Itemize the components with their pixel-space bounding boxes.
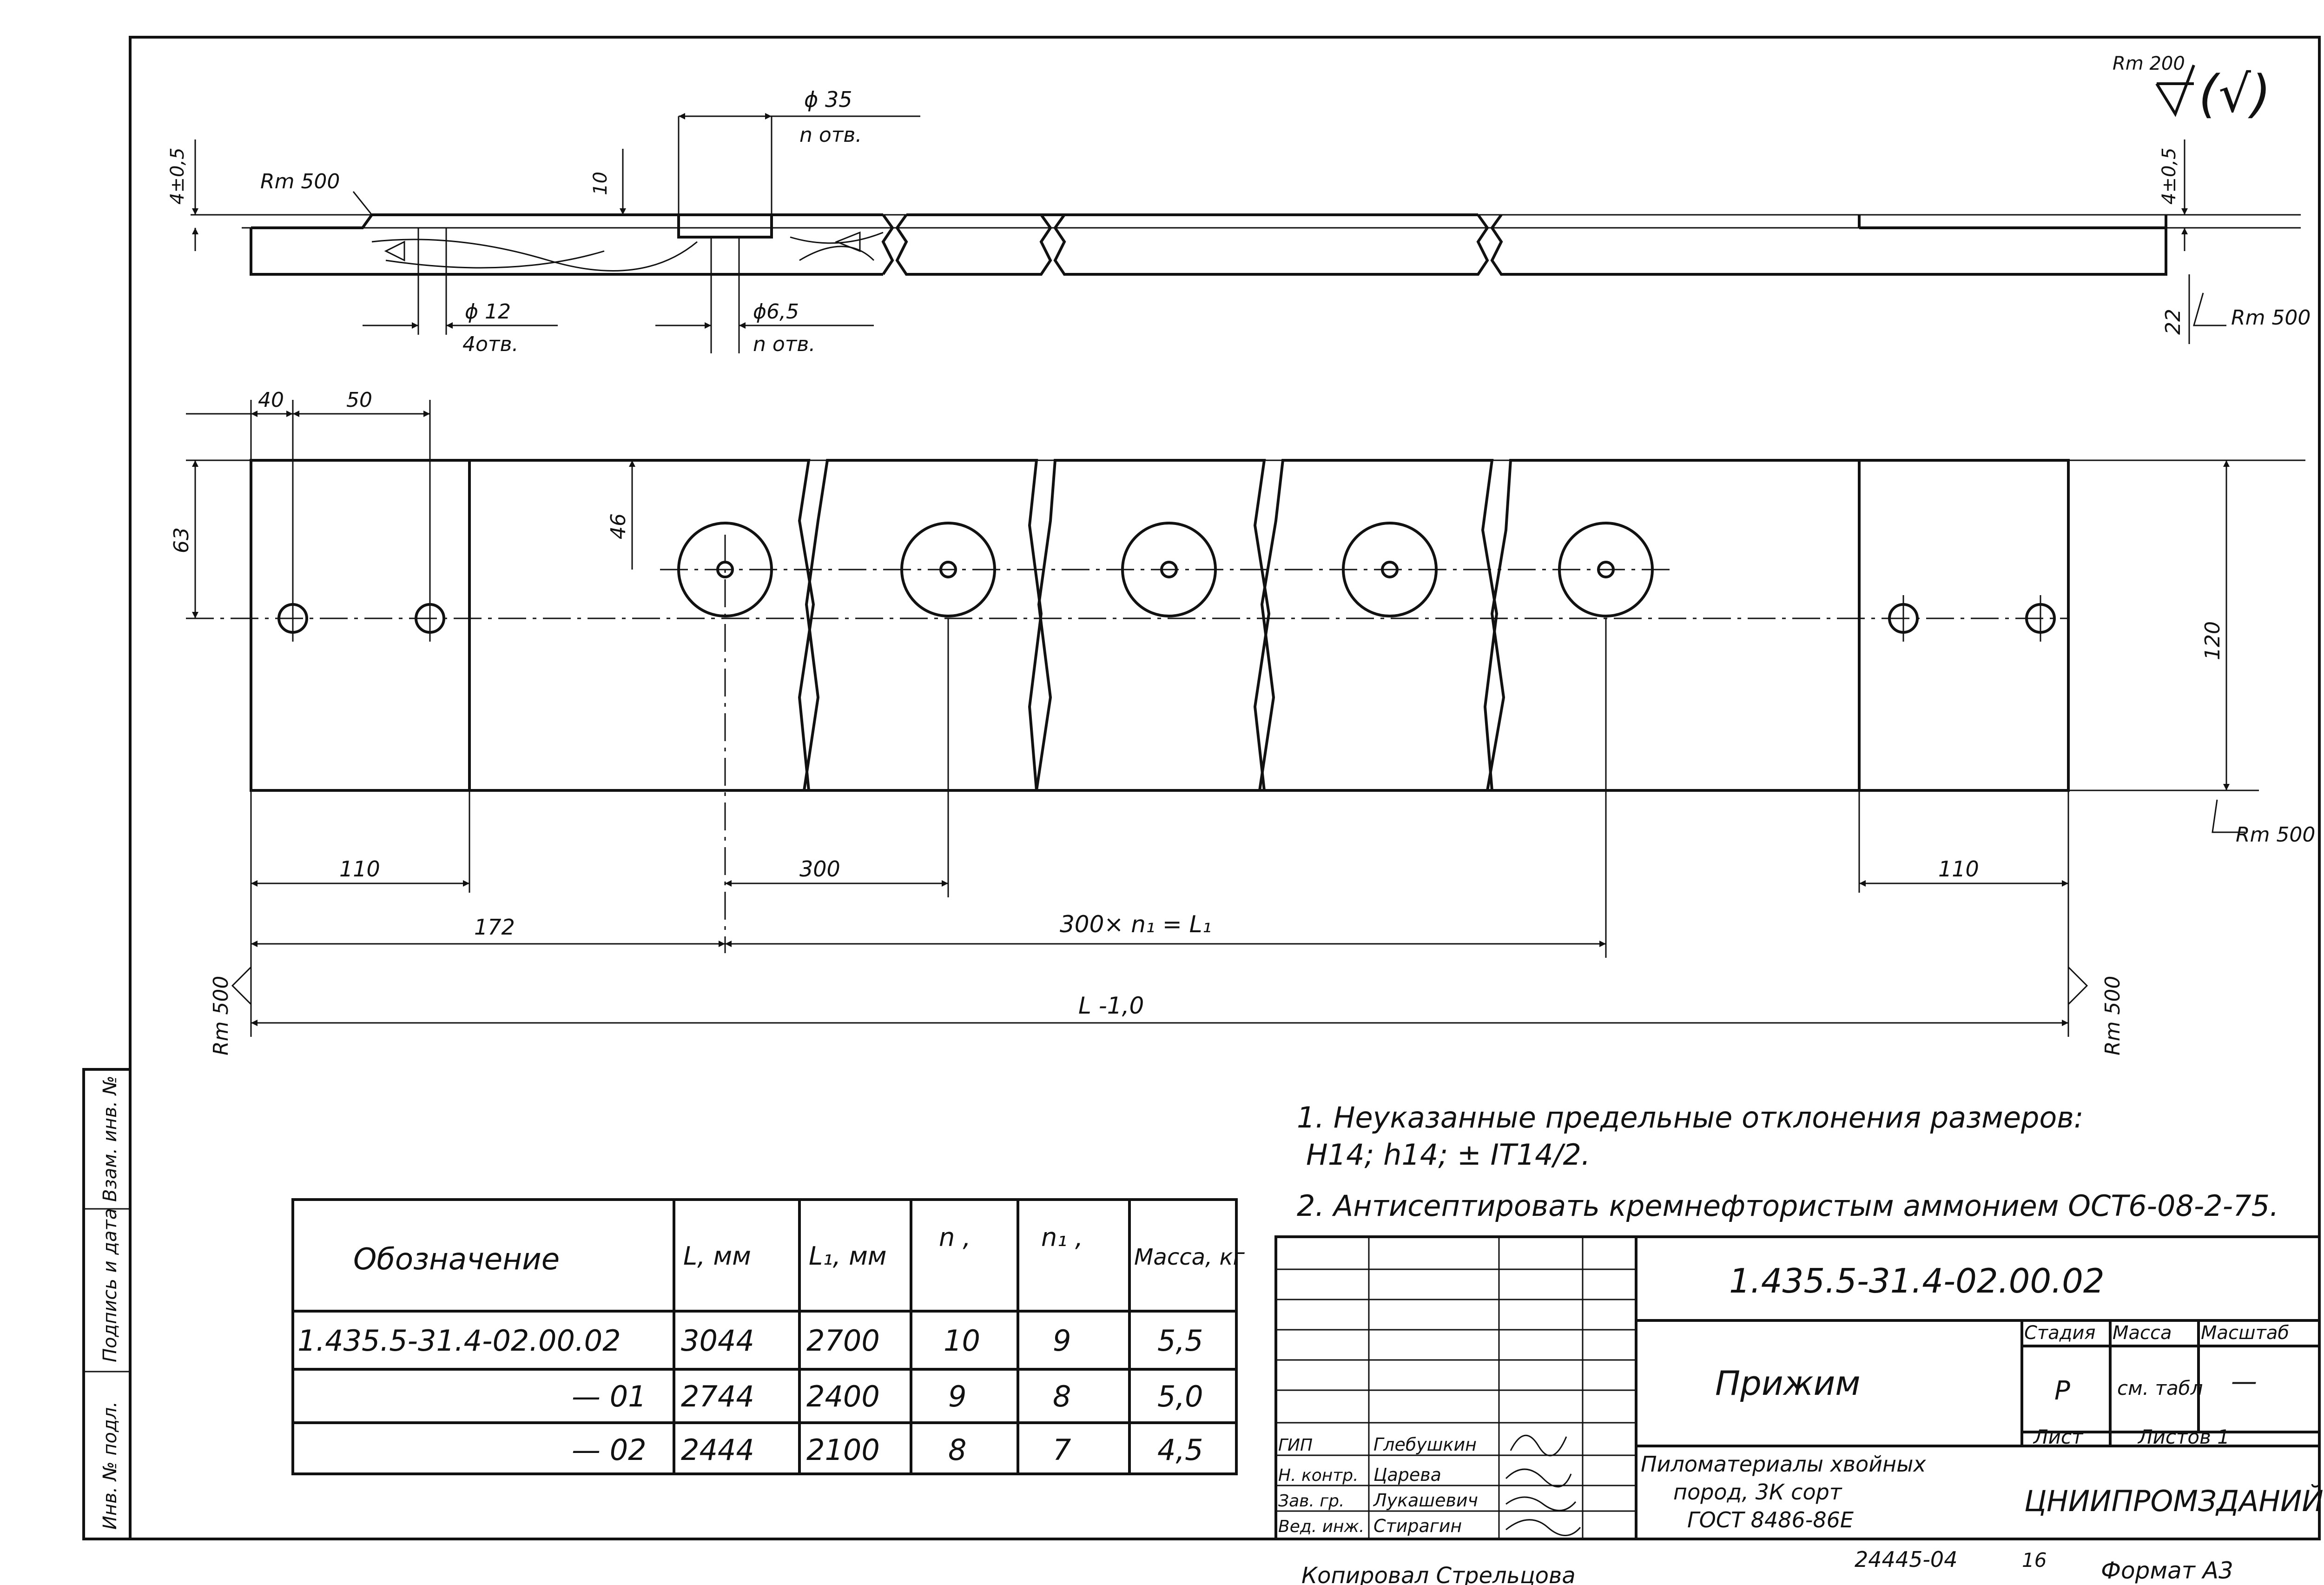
doc-number: 24445-04	[1855, 1547, 1957, 1572]
cell-r1-l: 3044	[681, 1324, 754, 1358]
format: Формат А3	[2101, 1557, 2233, 1584]
svg-text:Rm 200: Rm 200	[2113, 53, 2185, 74]
roughness-500-a: Rm 500	[260, 170, 340, 193]
organization: ЦНИИПРОМЗДАНИЙ	[2024, 1484, 2324, 1518]
part-name: Прижим	[1715, 1364, 1861, 1403]
dim-110-left: 110	[339, 856, 380, 882]
roughness-main: Rm 200 (√)	[2113, 53, 2271, 124]
dim-110-right: 110	[1938, 856, 1979, 882]
dim-300: 300	[799, 856, 840, 882]
cell-r2-l: 2744	[681, 1379, 754, 1413]
th-l1: L₁, мм	[809, 1241, 887, 1271]
left-strip: Инв. № подл. Подпись и дата Взам. инв. №	[82, 1068, 132, 1540]
material-3: ГОСТ 8486-86Е	[1687, 1507, 1854, 1532]
cell-r2-n1: 8	[1053, 1379, 1071, 1413]
dia-small-label: ϕ 12	[465, 300, 511, 324]
svg-text:(√): (√)	[2199, 64, 2271, 124]
strip-label-replace: Взам. инв. №	[99, 1075, 121, 1202]
th-l: L, мм	[683, 1241, 751, 1271]
footer: 24445-04 16 Копировал Стрельцова Формат …	[1301, 1547, 2233, 1585]
note-1: 1. Неуказанные предельные отклонения раз…	[1297, 1101, 2084, 1134]
chamfer-left-label: 4±0,5	[167, 147, 188, 205]
cell-r3-designation: — 02	[572, 1433, 647, 1467]
scale-header: Масштаб	[2201, 1322, 2289, 1344]
dim-46: 46	[607, 513, 630, 539]
role-nkontr: Н. контр.	[1278, 1466, 1359, 1485]
plan-view	[186, 459, 2305, 953]
holes-small-label: 4отв.	[462, 332, 518, 356]
holes-top-label: n отв.	[799, 123, 862, 147]
material-1: Пиломатериалы хвойных	[1641, 1452, 1926, 1477]
material-2: пород, 3К сорт	[1673, 1479, 1842, 1505]
title-block: ГИП Н. контр. Зав. гр. Вед. инж. Глебушк…	[1274, 1235, 2324, 1540]
depth-label: 10	[590, 172, 611, 195]
notes: 1. Неуказанные предельные отклонения раз…	[1297, 1101, 2279, 1223]
thickness-label: 22	[2161, 309, 2185, 335]
scale-value: —	[2231, 1366, 2257, 1397]
side-dimensions: 4±0,5 4±0,5 10 22 Rm 500 Rm 500 ϕ 35 n о…	[167, 87, 2311, 356]
cell-r3-l1: 2100	[806, 1433, 880, 1467]
cell-r1-mass: 5,5	[1157, 1324, 1203, 1358]
role-zavgr: Зав. гр.	[1278, 1492, 1344, 1511]
strip-label-inv: Инв. № подл.	[99, 1401, 121, 1530]
name-3: Лукашевич	[1373, 1490, 1478, 1511]
note-2: 2. Антисептировать кремнефтористым аммон…	[1297, 1189, 2279, 1223]
cell-r1-l1: 2700	[806, 1324, 880, 1358]
cell-r2-n: 9	[948, 1379, 966, 1413]
stage-header: Стадия	[2024, 1322, 2095, 1344]
cell-r3-n1: 7	[1053, 1433, 1071, 1467]
roughness-500-b: Rm 500	[2231, 306, 2311, 330]
th-mass: Масса, кг	[1134, 1244, 1245, 1270]
cell-r2-designation: — 01	[572, 1379, 647, 1413]
strip-label-sign: Подпись и дата	[99, 1208, 121, 1362]
holes-mid-label: n отв.	[753, 332, 815, 356]
note-1b: H14; h14; ± IT14/2.	[1306, 1138, 1591, 1172]
role-gip: ГИП	[1278, 1436, 1313, 1455]
chamfer-right-label: 4±0,5	[2159, 147, 2180, 205]
footer-page: 16	[2022, 1549, 2047, 1572]
roughness-500-c: Rm 500	[2236, 823, 2315, 847]
dim-l1: 300× n₁ = L₁	[1060, 911, 1212, 938]
cell-r1-n1: 9	[1053, 1324, 1071, 1358]
th-designation: Обозначение	[353, 1242, 560, 1277]
cell-r3-mass: 4,5	[1157, 1433, 1203, 1467]
plan-dimensions: 40 50 63 46 120 Rm 500 110 300 110 172 3…	[170, 388, 2315, 1055]
sheets-header: Листов 1	[2137, 1426, 2230, 1448]
th-n: n ,	[939, 1223, 971, 1252]
mass-header: Масса	[2113, 1322, 2172, 1344]
name-1: Глебушкин	[1373, 1434, 1477, 1455]
designation: 1.435.5-31.4-02.00.02	[1729, 1261, 2105, 1300]
dia-top-label: ϕ 35	[804, 87, 852, 112]
roughness-500-e: Rm 500	[2101, 976, 2125, 1055]
mass-value: см. табл	[2117, 1377, 2203, 1399]
drawing-frame	[129, 36, 2321, 1540]
dim-50: 50	[346, 388, 372, 412]
dim-172: 172	[474, 915, 515, 940]
dim-63: 63	[170, 527, 193, 553]
cell-r1-n: 10	[944, 1324, 980, 1358]
cell-r2-mass: 5,0	[1157, 1379, 1203, 1413]
cell-r3-n: 8	[948, 1433, 966, 1467]
cell-r2-l1: 2400	[806, 1379, 880, 1413]
th-n1: n₁ ,	[1041, 1223, 1083, 1252]
role-vedinzh: Вед. инж.	[1278, 1517, 1364, 1536]
sheet-header: Лист	[2033, 1426, 2084, 1448]
dim-120: 120	[2201, 621, 2225, 660]
dim-40: 40	[258, 388, 284, 412]
copied-by: Копировал Стрельцова	[1301, 1563, 1576, 1585]
name-4: Стирагин	[1373, 1516, 1462, 1536]
roughness-500-d: Rm 500	[209, 976, 233, 1055]
stage-value: Р	[2054, 1376, 2070, 1406]
cell-r1-designation: 1.435.5-31.4-02.00.02	[297, 1324, 621, 1358]
name-2: Царева	[1373, 1465, 1441, 1485]
cell-r3-l: 2444	[681, 1433, 754, 1467]
dia-mid-label: ϕ6,5	[753, 300, 799, 324]
spec-table: Обозначение L, мм L₁, мм n , n₁ , Масса,…	[291, 1198, 1245, 1475]
side-view	[191, 213, 2301, 353]
dim-total: L -1,0	[1078, 992, 1144, 1019]
